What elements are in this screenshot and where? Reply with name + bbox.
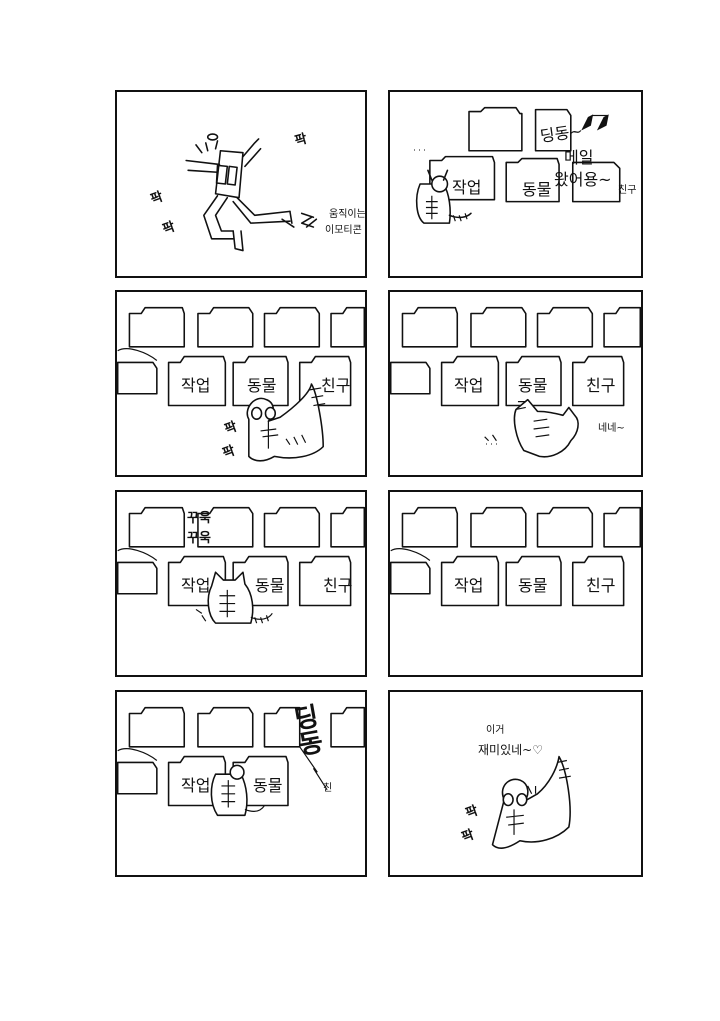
folder-label-friend: 친구 [586, 576, 616, 595]
panel-2: ˙˙˙ 딩동~ 메일 왔어용~ 작업 동물 친구 [388, 90, 643, 278]
message-line-3: 왔어용~ [554, 170, 612, 189]
panel-8: 이거 재미있네~♡ 팍 팍 [388, 690, 643, 877]
folder-label-animal: 동물 [522, 180, 552, 199]
panel-5: 꾸욱 꾸욱 작업 동물 친구 [115, 490, 367, 677]
panel-1: 팍 팍 팍 움직이는 이모티콘 [115, 90, 367, 278]
folders-and-cat-notification-art [117, 706, 365, 817]
folder-label-animal: 동물 [253, 776, 283, 795]
sfx-press-1: 꾸욱 [187, 511, 211, 526]
desktop-folders-art [415, 106, 621, 224]
caption-line-2: 이모티콘 [325, 225, 362, 236]
folder-label-friend: 친구 [618, 185, 637, 196]
folder-label-animal: 동물 [518, 376, 548, 395]
dots: ˙˙˙ [484, 443, 499, 454]
partial-folder-text: 친 [323, 783, 333, 794]
panel-6: 작업 동물 친구 [388, 490, 643, 677]
folders-empty-art [390, 506, 641, 607]
dancing-emoticon-illustration [185, 133, 318, 252]
folders-and-sitting-cat-art [117, 506, 365, 624]
folders-and-walking-cat-art [390, 306, 641, 458]
folder-label-work: 작업 [452, 178, 482, 197]
caption-line-1: 움직이는 [329, 209, 366, 220]
folder-label-work: 작업 [181, 376, 211, 395]
speech-text: 네네~ [598, 423, 625, 434]
folder-label-friend: 친구 [586, 376, 616, 395]
folder-label-work: 작업 [181, 576, 211, 595]
folders-and-cat-art [117, 306, 365, 462]
speech-line-2: 재미있네~♡ [478, 743, 543, 757]
panel-7: 작업 동물 딩동 친 [115, 690, 367, 877]
cat-typing-art [491, 755, 571, 849]
folder-label-work: 작업 [454, 376, 484, 395]
panel-3: 작업 동물 친구 팍 팍 [115, 290, 367, 477]
folder-label-work: 작업 [181, 776, 211, 795]
dots: ˙˙˙ [412, 149, 427, 160]
folder-label-animal: 동물 [247, 376, 277, 395]
panel-4: 작업 동물 친구 네네~ ˙˙˙ [388, 290, 643, 477]
speech-line-1: 이거 [486, 725, 505, 736]
sfx-press-2: 꾸욱 [187, 531, 211, 546]
folder-label-friend: 친구 [323, 576, 353, 595]
folder-label-animal: 동물 [255, 576, 285, 595]
folder-label-animal: 동물 [518, 576, 548, 595]
folder-label-friend: 친구 [321, 376, 351, 395]
message-line-2: 메일 [564, 148, 594, 167]
folder-label-work: 작업 [454, 576, 484, 595]
